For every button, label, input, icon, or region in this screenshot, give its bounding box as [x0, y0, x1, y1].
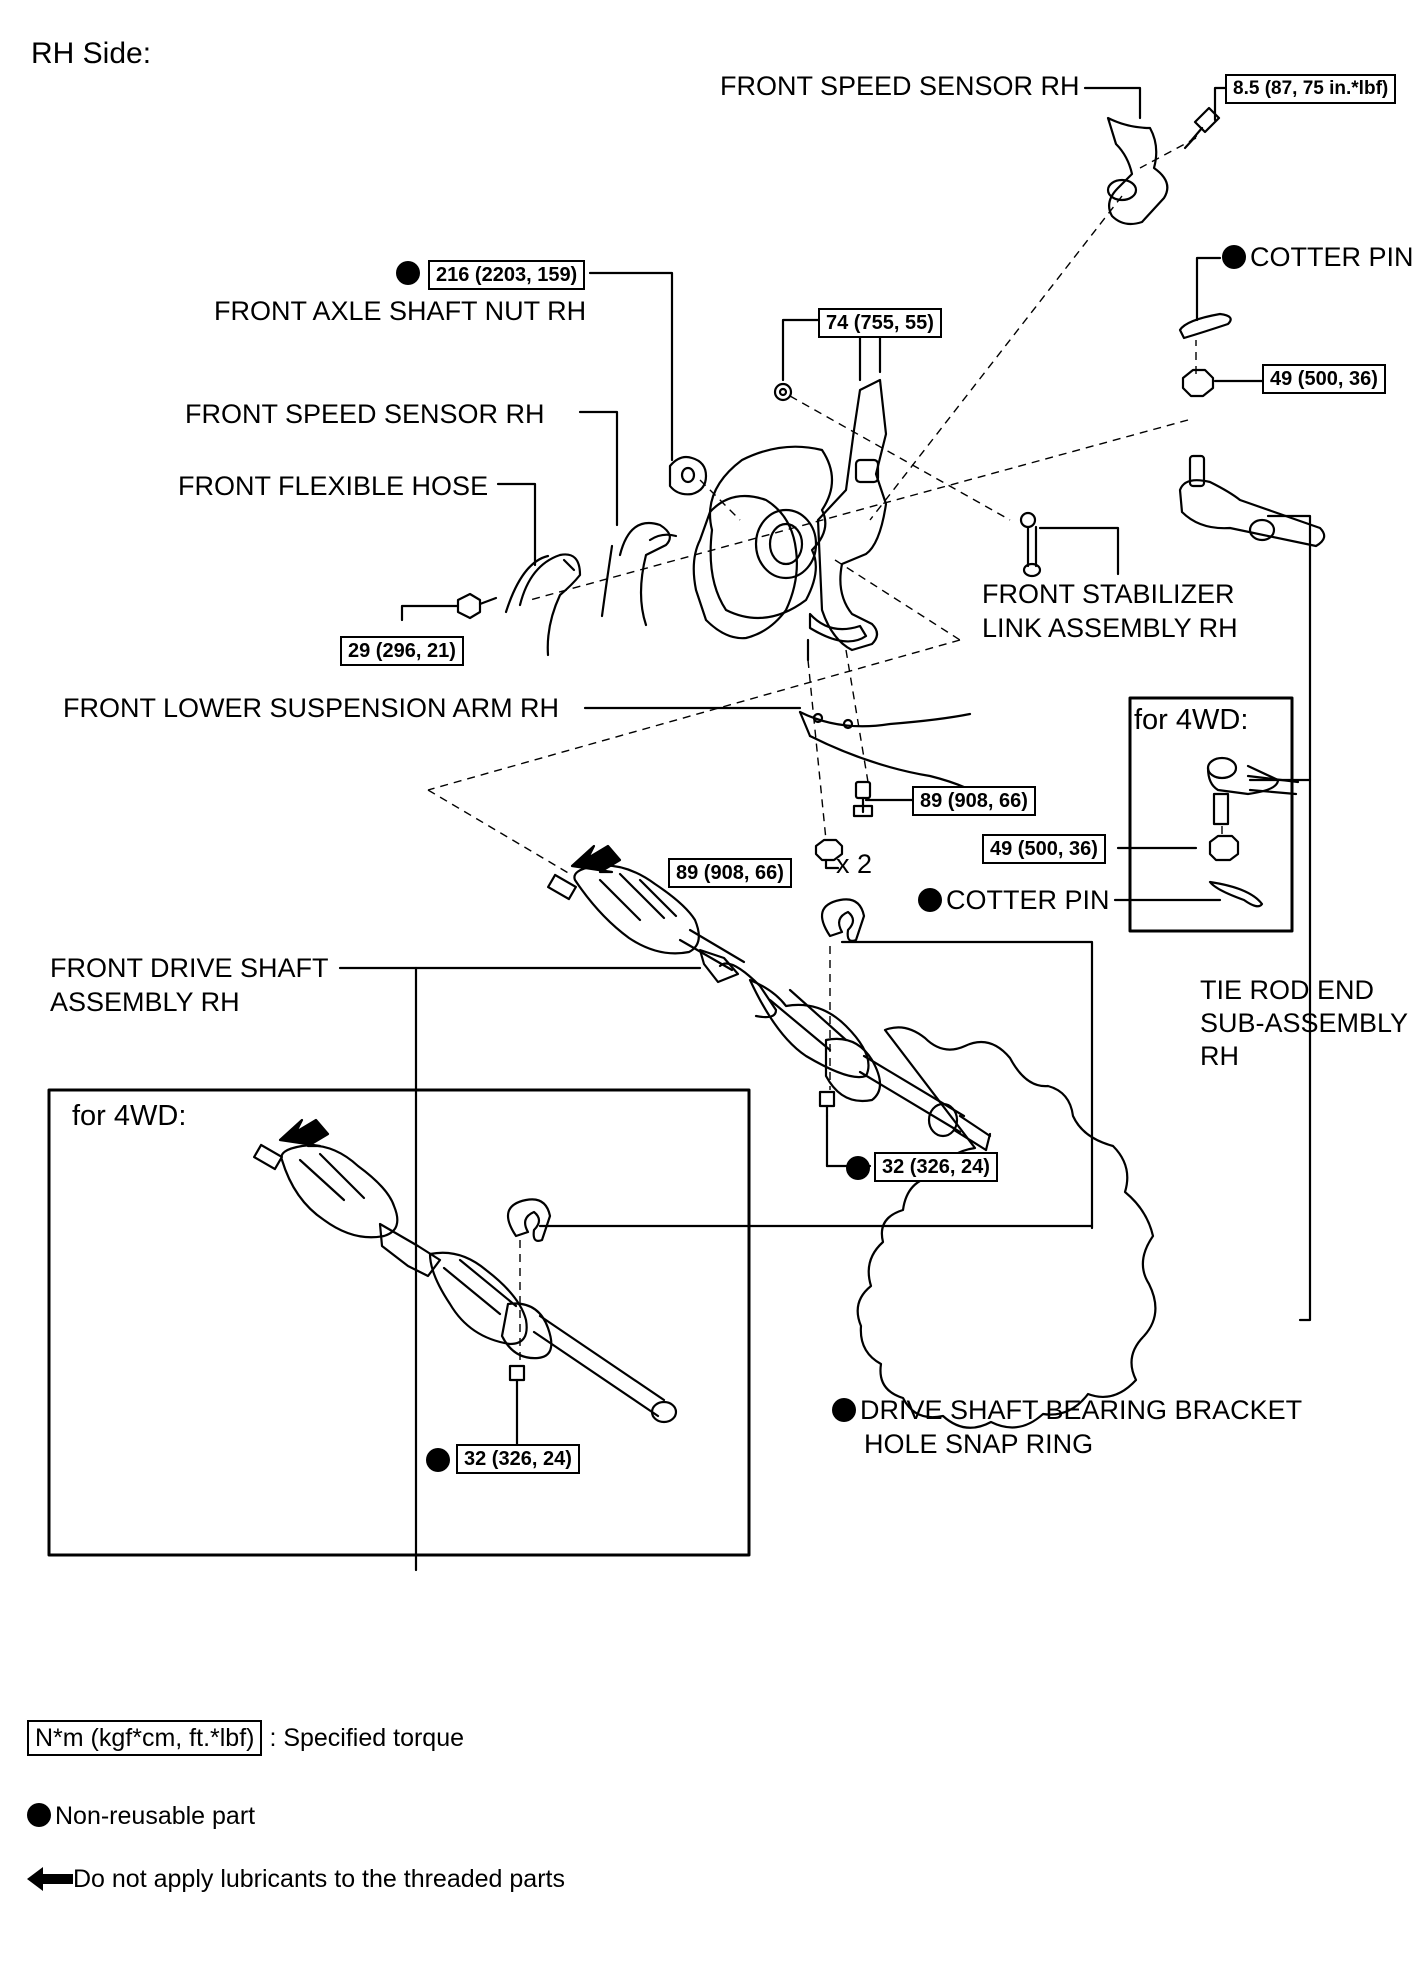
label-lower-arm: FRONT LOWER SUSPENSION ARM RH [63, 693, 560, 723]
cotter-pin-top-icon [1178, 312, 1232, 340]
arm-bolt-icon [852, 780, 874, 818]
front-drive-shaft-icon [547, 864, 992, 1152]
torque-bracket-bolt: 32 (326, 24) [874, 1152, 998, 1182]
torque-bracket-bolt-4wd: 32 (326, 24) [456, 1444, 580, 1474]
label-tie-rod-2: SUB-ASSEMBLY [1200, 1008, 1409, 1038]
cotter-pin-4wd-icon [1208, 880, 1264, 908]
non-reusable-dot-icon [396, 261, 420, 285]
tie-rod-end-4wd-icon [1206, 756, 1300, 826]
torque-arm-nut: 89 (908, 66) [668, 858, 792, 888]
tie-rod-nut-4wd-icon [1208, 834, 1240, 862]
stabilizer-link-icon [1019, 511, 1042, 578]
label-speed-sensor-top: FRONT SPEED SENSOR RH [720, 71, 1080, 101]
label-cotter-pin-4wd: COTTER PIN [918, 884, 1110, 916]
non-reusable-dot-icon [27, 1803, 51, 1827]
label-drive-shaft-2: ASSEMBLY RH [50, 987, 240, 1017]
label-for-4wd-right: for 4WD: [1134, 704, 1249, 736]
tie-rod-end-icon [1178, 454, 1326, 548]
bracket-bolt-4wd-icon [508, 1364, 526, 1448]
label-tie-rod-1: TIE ROD END [1200, 975, 1375, 1005]
label-cotter-pin-top: COTTER PIN [1222, 241, 1414, 273]
torque-speed-sensor-bolt: 8.5 (87, 75 in.*lbf) [1225, 74, 1397, 104]
torque-hose-bolt: 29 (296, 21) [340, 636, 464, 666]
legend-torque: N*m (kgf*cm, ft.*lbf) : Specified torque [27, 1720, 465, 1756]
non-reusable-dot-icon [918, 888, 942, 912]
front-speed-sensor-mid-icon [600, 521, 678, 627]
stabilizer-nut-icon [773, 382, 793, 402]
legend-torque-desc: : Specified torque [269, 1724, 465, 1752]
axle-shaft-nut-icon [668, 455, 708, 496]
bracket-bolt-icon [818, 1090, 836, 1168]
no-lube-arrow-icon [27, 1867, 73, 1891]
label-stabilizer-link-2: LINK ASSEMBLY RH [982, 613, 1238, 643]
torque-axle-nut: 216 (2203, 159) [428, 260, 586, 290]
non-reusable-dot-icon [846, 1156, 870, 1180]
torque-tie-rod-nut: 49 (500, 36) [1262, 364, 1386, 394]
non-reusable-dot-icon [426, 1448, 450, 1472]
label-flexible-hose: FRONT FLEXIBLE HOSE [178, 471, 489, 501]
legend-non-reusable: Non-reusable part [27, 1802, 255, 1831]
snap-ring-4wd-icon [506, 1198, 552, 1242]
tie-rod-nut-icon [1181, 368, 1215, 398]
snap-ring-main-icon [820, 898, 866, 942]
torque-stab-nut: 74 (755, 55) [818, 308, 942, 338]
torque-arm-bolt: 89 (908, 66) [912, 786, 1036, 816]
label-speed-sensor-mid: FRONT SPEED SENSOR RH [185, 399, 545, 429]
label-x2: x 2 [836, 849, 873, 879]
legend-no-lube: Do not apply lubricants to the threaded … [27, 1865, 565, 1894]
label-axle-nut: FRONT AXLE SHAFT NUT RH [214, 296, 587, 326]
label-stabilizer-link-1: FRONT STABILIZER [982, 579, 1235, 609]
steering-knuckle-icon [692, 314, 888, 662]
label-for-4wd-left: for 4WD: [72, 1100, 187, 1132]
legend-torque-unit: N*m (kgf*cm, ft.*lbf) [27, 1720, 263, 1756]
hose-bolt-icon [456, 592, 498, 620]
label-tie-rod-3: RH [1200, 1041, 1239, 1071]
arm-nut-icon [814, 838, 844, 862]
page-heading: RH Side: [31, 37, 152, 70]
for-4wd-left-frame [47, 1088, 751, 1557]
non-reusable-dot-icon [1222, 245, 1246, 269]
drive-shaft-4wd-icon [253, 1143, 678, 1424]
no-lube-arrow-main-icon [570, 844, 622, 874]
transaxle-outline [856, 1026, 1157, 1429]
no-lube-arrow-4wd-icon [278, 1118, 330, 1148]
for-4wd-right-frame [1128, 696, 1294, 933]
non-reusable-dot-icon [832, 1398, 856, 1422]
front-speed-sensor-top-icon [1106, 116, 1169, 226]
front-flexible-hose-icon [504, 553, 582, 657]
label-drive-shaft-1: FRONT DRIVE SHAFT [50, 953, 329, 983]
label-snap-ring-2: HOLE SNAP RING [864, 1429, 1094, 1459]
torque-tie-rod-nut-4wd: 49 (500, 36) [982, 834, 1106, 864]
label-snap-ring-1: DRIVE SHAFT BEARING BRACKET [832, 1394, 1302, 1426]
